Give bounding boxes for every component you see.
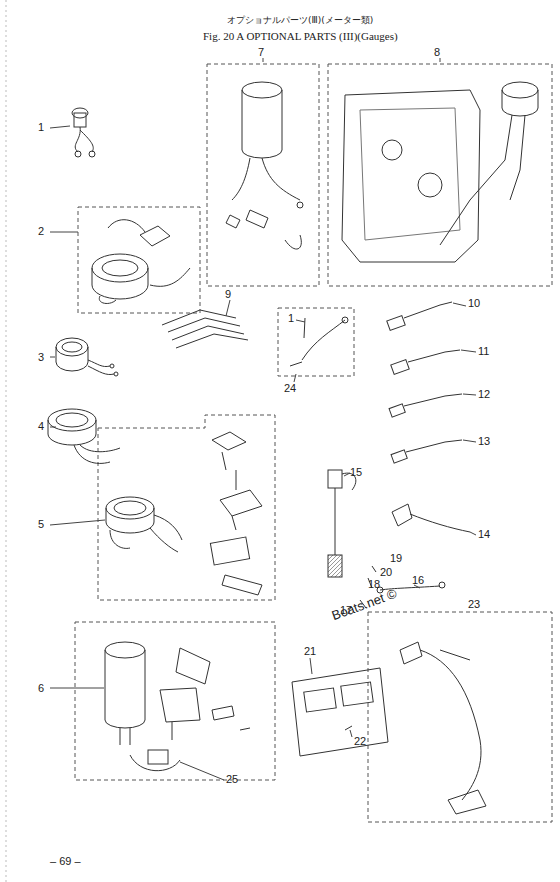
- callout-number: 18: [368, 578, 380, 590]
- callout-number: 20: [380, 566, 392, 578]
- callout-number: 8: [434, 46, 440, 58]
- callout-number: 13: [478, 435, 490, 447]
- callout-number: 5: [38, 518, 44, 530]
- callout-number: 1: [288, 312, 294, 324]
- callout-number: 3: [38, 351, 44, 363]
- callout-number: 25: [226, 773, 238, 785]
- japanese-title: オプショナルパーツ(Ⅲ)(メーター類): [227, 16, 373, 26]
- callout-number: 19: [390, 552, 402, 564]
- callout-number: 2: [38, 225, 44, 237]
- figure-title: Fig. 20 A OPTIONAL PARTS (III)(Gauges): [203, 30, 398, 42]
- callout-number: 12: [478, 388, 490, 400]
- callout-number: 10: [468, 297, 480, 309]
- callout-number: 4: [38, 420, 44, 432]
- callout-number: 16: [412, 574, 424, 586]
- callout-number: 9: [225, 288, 231, 300]
- callout-number: 22: [354, 735, 366, 747]
- callout-number: 11: [478, 345, 489, 357]
- callout-number: 23: [468, 598, 480, 610]
- page-number: – 69 –: [50, 855, 81, 867]
- callout-number: 15: [350, 466, 362, 478]
- callout-number: 24: [284, 382, 296, 394]
- callout-number: 7: [258, 46, 264, 58]
- callout-number: 1: [38, 121, 44, 133]
- callout-number: 21: [304, 645, 316, 657]
- callout-number: 14: [478, 528, 490, 540]
- watermark: Boats.net ©: [330, 587, 399, 624]
- callout-number: 6: [38, 682, 44, 694]
